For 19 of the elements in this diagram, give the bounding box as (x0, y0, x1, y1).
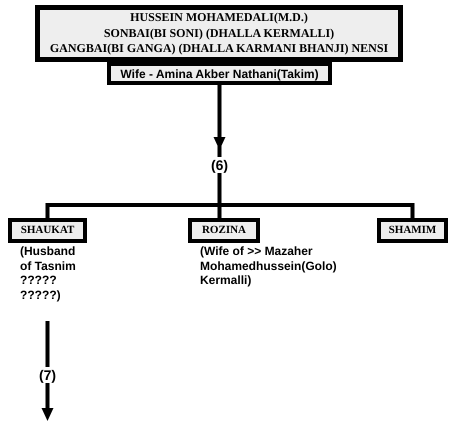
name-text: SONBAI(BI SONI) (DHALLA KERMALLI) (104, 26, 334, 42)
child-name-text: SHAMIM (388, 224, 436, 237)
child-name-panel (8, 218, 87, 243)
note-text: (Wife of >> Mazaher Mohamedhussein(Golo) Kermalli) (200, 244, 338, 288)
arrow (42, 321, 54, 421)
name-text: GANGBAI(BI GANGA) (DHALLA KARMANI BHANJI) NENSI (50, 41, 388, 57)
connector-line (46, 203, 220, 218)
edge-label: (6) (208, 157, 230, 173)
child-name-text: ROZINA (202, 224, 246, 237)
spouse-name-text: Wife - Amina Akber Nathani(Takim) (120, 66, 319, 80)
family-header-panel (35, 5, 403, 62)
spouse-panel (107, 62, 332, 85)
child-name-panel (377, 218, 448, 243)
child-name-panel (188, 218, 260, 243)
note-text: (Husband of Tasnim ????? ?????) (20, 244, 76, 302)
connector-line (220, 203, 414, 218)
child-name-text: SHAUKAT (20, 224, 74, 237)
name-text: HUSSEIN MOHAMEDALI(M.D.) (130, 10, 308, 26)
edge-label: (7) (36, 367, 58, 383)
